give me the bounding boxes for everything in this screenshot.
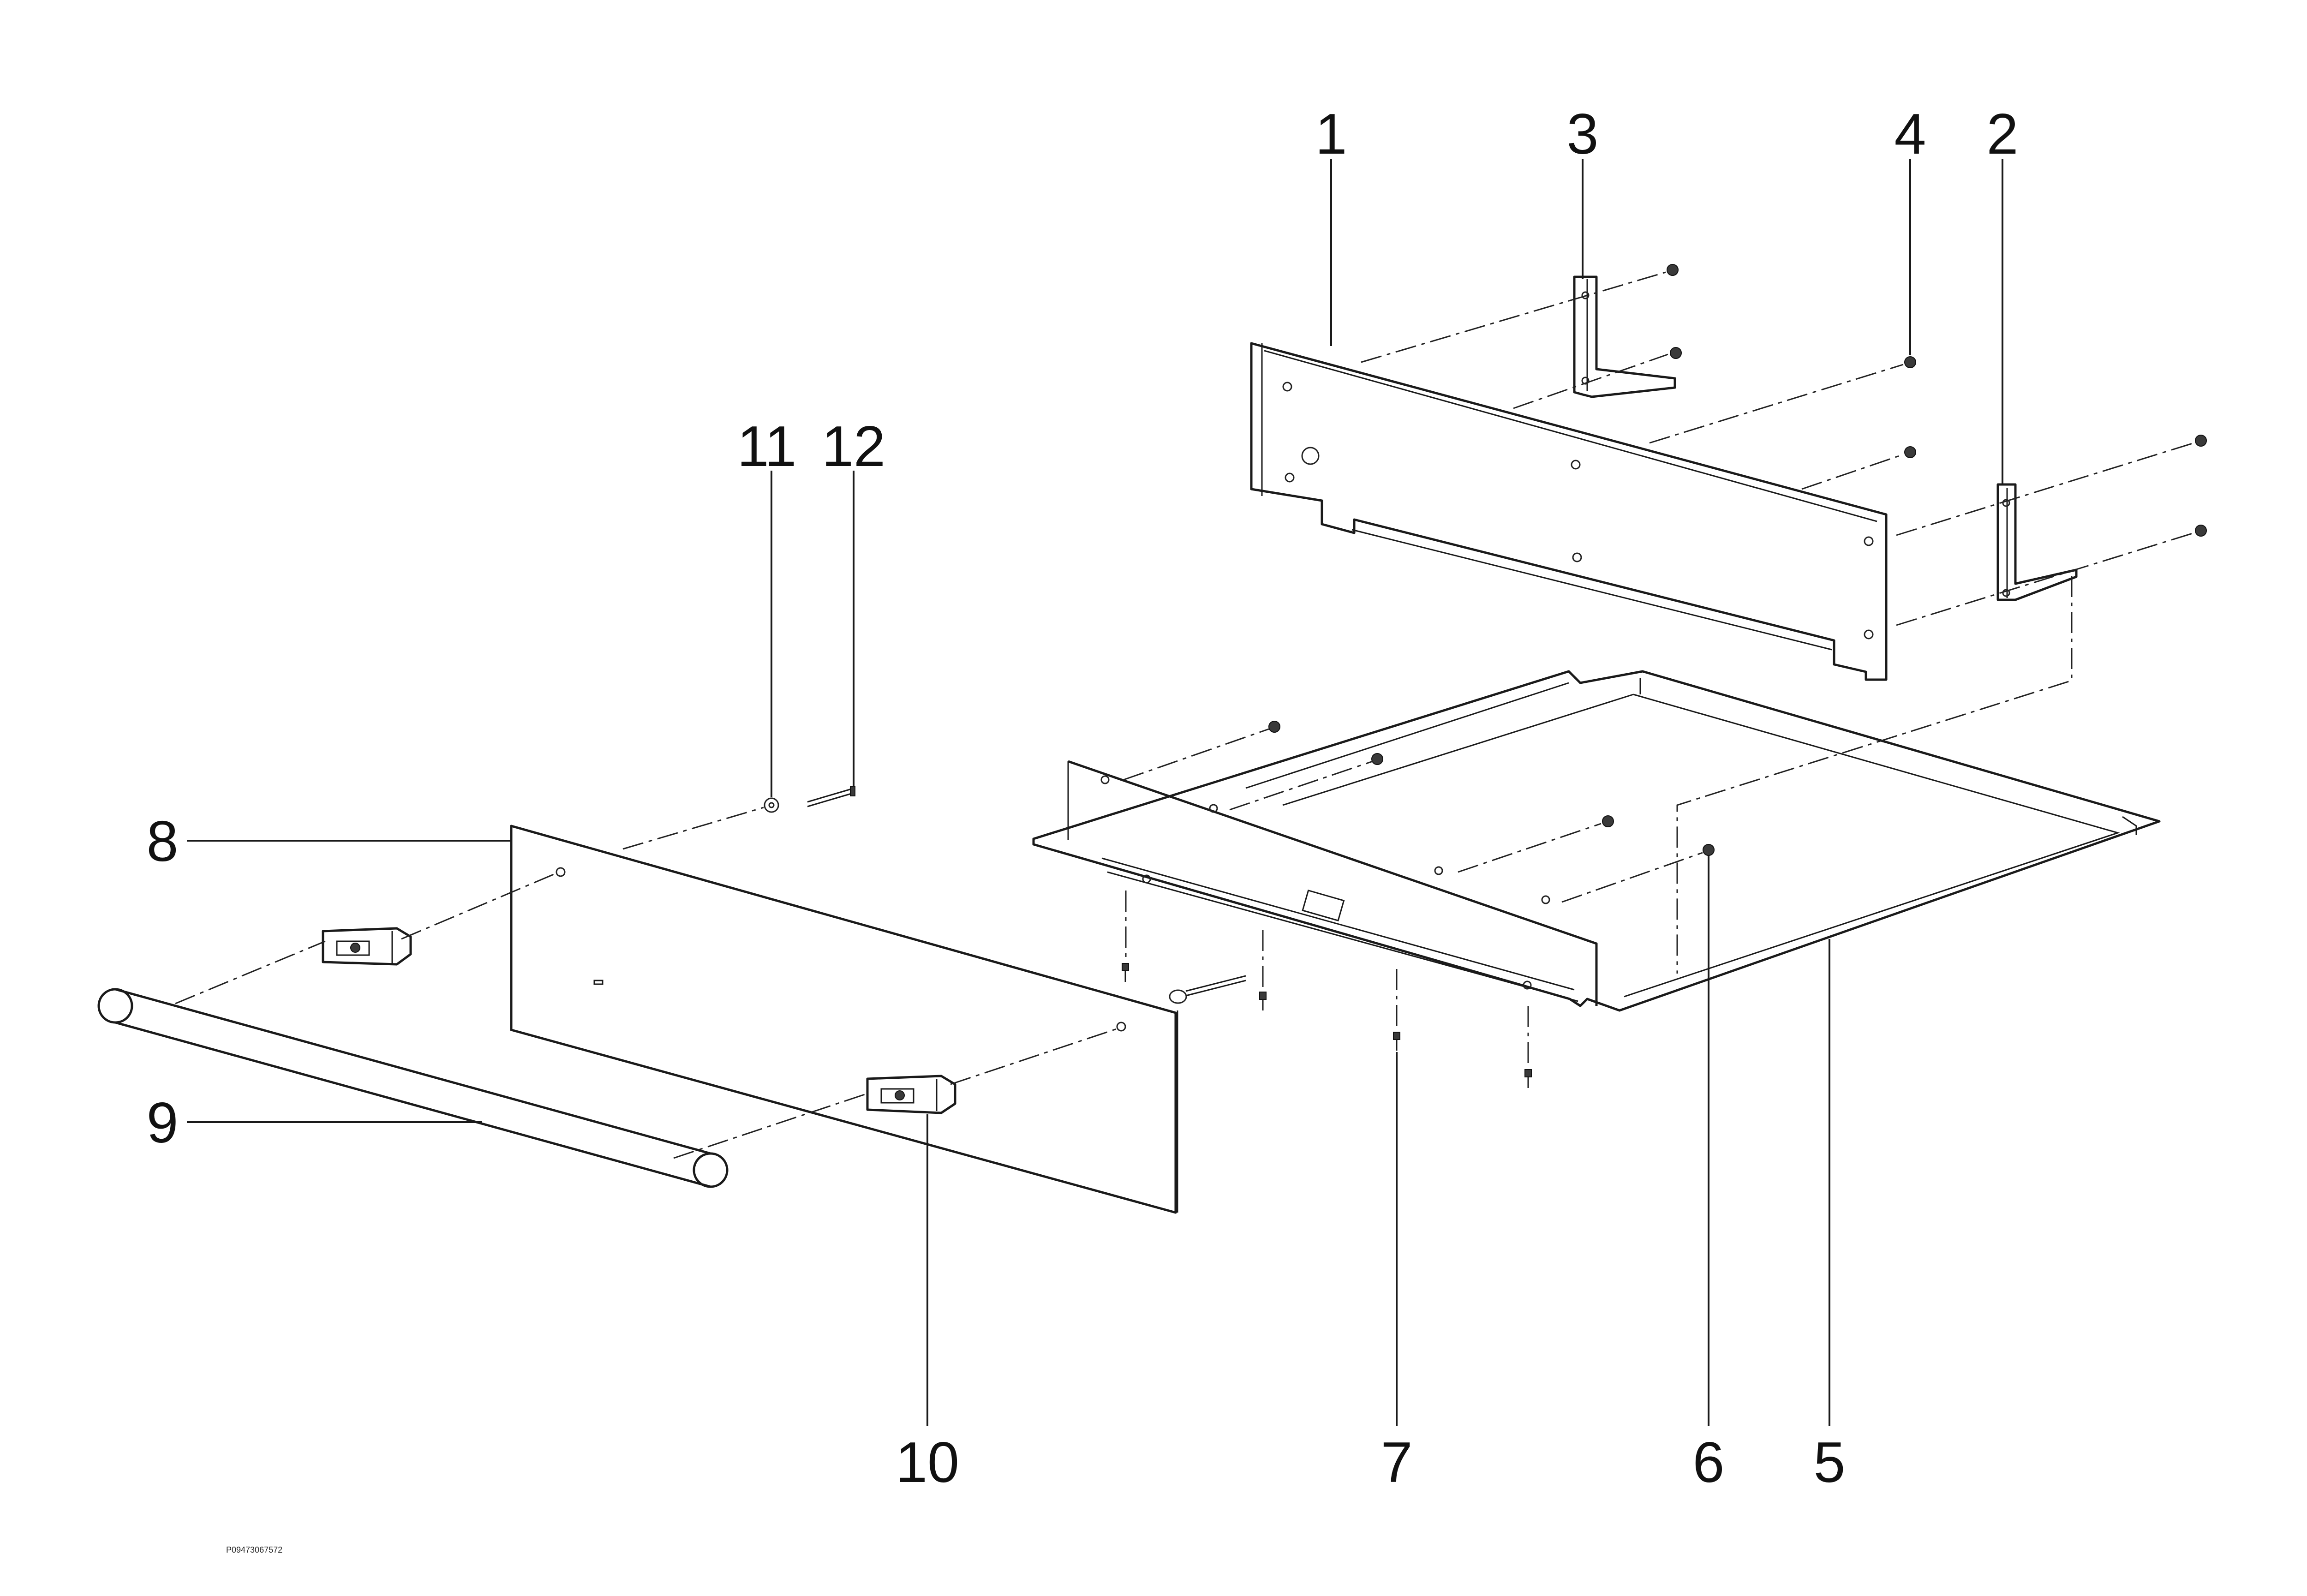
drawing-id: P09473067572	[226, 1545, 282, 1554]
callout-1: 1	[1315, 102, 1347, 166]
callout-3: 3	[1567, 102, 1599, 166]
part-4-screws	[1667, 264, 2207, 537]
part-8-door-panel	[510, 825, 1246, 1214]
assembly-lines	[175, 271, 2194, 1159]
callout-11: 11	[737, 415, 797, 478]
callout-2: 2	[1987, 102, 2019, 166]
part-3-bracket	[1573, 275, 1676, 398]
callout-10: 10	[896, 1431, 959, 1494]
callout-12: 12	[822, 415, 885, 478]
part-7-screws	[1122, 963, 1532, 1088]
callout-9: 9	[147, 1091, 179, 1155]
part-10-handle-brackets	[322, 927, 956, 1114]
callout-5: 5	[1814, 1431, 1846, 1494]
part-2-bracket	[1996, 483, 2078, 601]
part-1-rear-panel	[1250, 342, 1888, 681]
part-12-pin	[807, 786, 855, 807]
callout-labels: 1 3 4 2 11 12 8 9 10 7 6 5	[147, 102, 2019, 1494]
callout-6: 6	[1693, 1431, 1725, 1494]
callout-8: 8	[147, 810, 179, 873]
leader-lines	[187, 159, 2003, 1426]
callout-7: 7	[1381, 1431, 1413, 1494]
callout-4: 4	[1895, 102, 1926, 166]
part-6-screws	[1268, 721, 1715, 856]
part-11-washer	[764, 797, 779, 813]
part-9-handle-bar	[97, 988, 729, 1188]
part-5-base-tray	[1032, 670, 2161, 1012]
